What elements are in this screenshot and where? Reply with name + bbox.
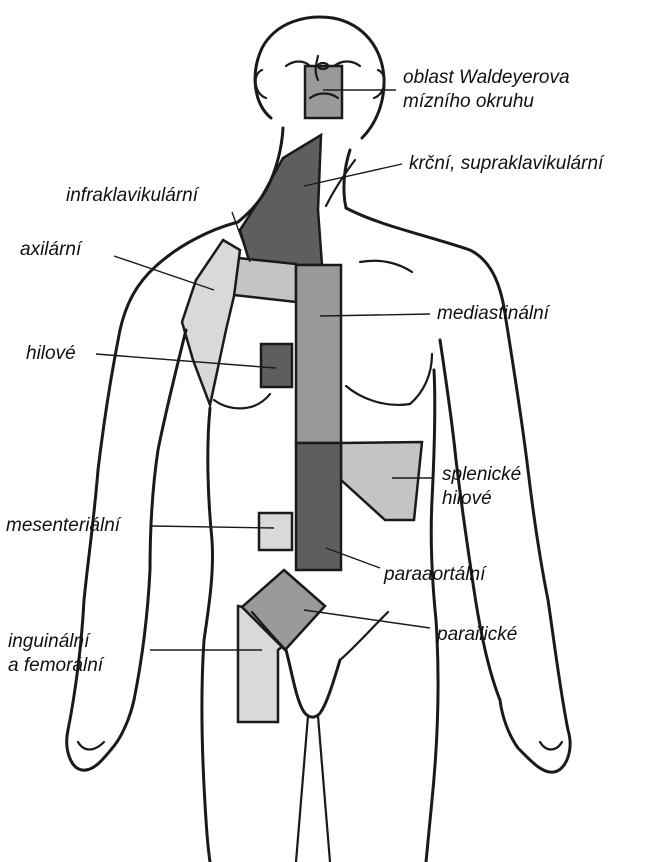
region-waldeyer <box>305 66 342 118</box>
region-infraclavicular <box>234 258 296 302</box>
region-hilar <box>261 344 292 387</box>
lymph-regions <box>182 66 422 722</box>
region-axillary <box>182 240 240 405</box>
label-waldeyer-line1: oblast Waldeyerova <box>403 66 570 90</box>
label-mesenteric: mesenteriální <box>6 514 120 538</box>
region-mediastinal <box>296 265 341 443</box>
leader-axillary <box>114 256 214 290</box>
label-inguinal-line2: a femorální <box>8 654 103 678</box>
label-mediastinal: mediastinální <box>437 302 549 326</box>
label-infraclavicular: infraklavikulární <box>66 184 198 208</box>
leader-iliac <box>304 610 430 628</box>
region-splenic <box>341 442 422 520</box>
leader-mesenteric <box>152 526 274 528</box>
label-axillary: axilární <box>20 238 81 262</box>
label-iliac: parailické <box>437 623 517 647</box>
label-splenic-line2: hilové <box>442 487 492 511</box>
label-hilar: hilové <box>26 342 76 366</box>
region-mesenteric <box>259 513 292 550</box>
label-splenic-line1: splenické <box>442 463 521 487</box>
region-cervical <box>240 135 322 265</box>
label-waldeyer-line2: mízního okruhu <box>403 90 534 114</box>
label-inguinal-line1: inguinální <box>8 630 89 654</box>
leader-hilar <box>96 354 276 368</box>
label-paraaortic: paraaortální <box>384 563 485 587</box>
label-cervical: krční, supraklavikulární <box>409 152 603 176</box>
